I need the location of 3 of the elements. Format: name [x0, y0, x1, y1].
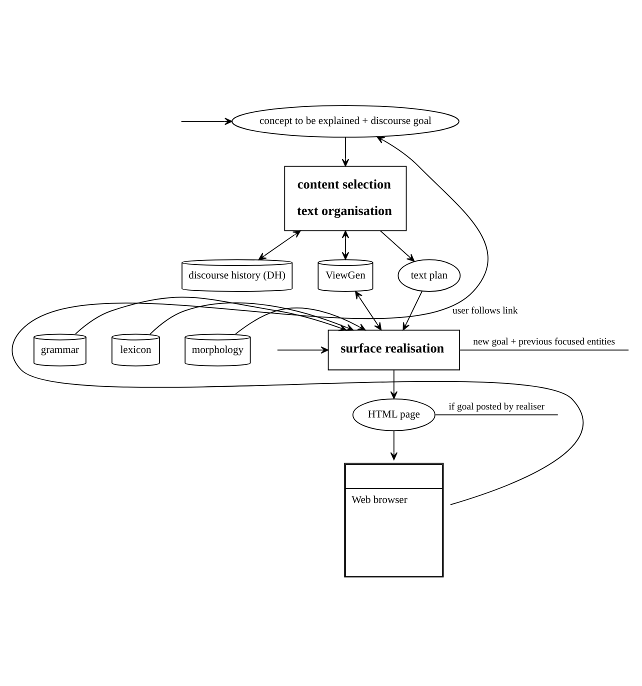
edge-label: new goal + previous focused entities	[473, 336, 616, 348]
edge-label: if goal posted by realiser	[448, 401, 545, 412]
edge-label: user follows link	[452, 305, 518, 316]
